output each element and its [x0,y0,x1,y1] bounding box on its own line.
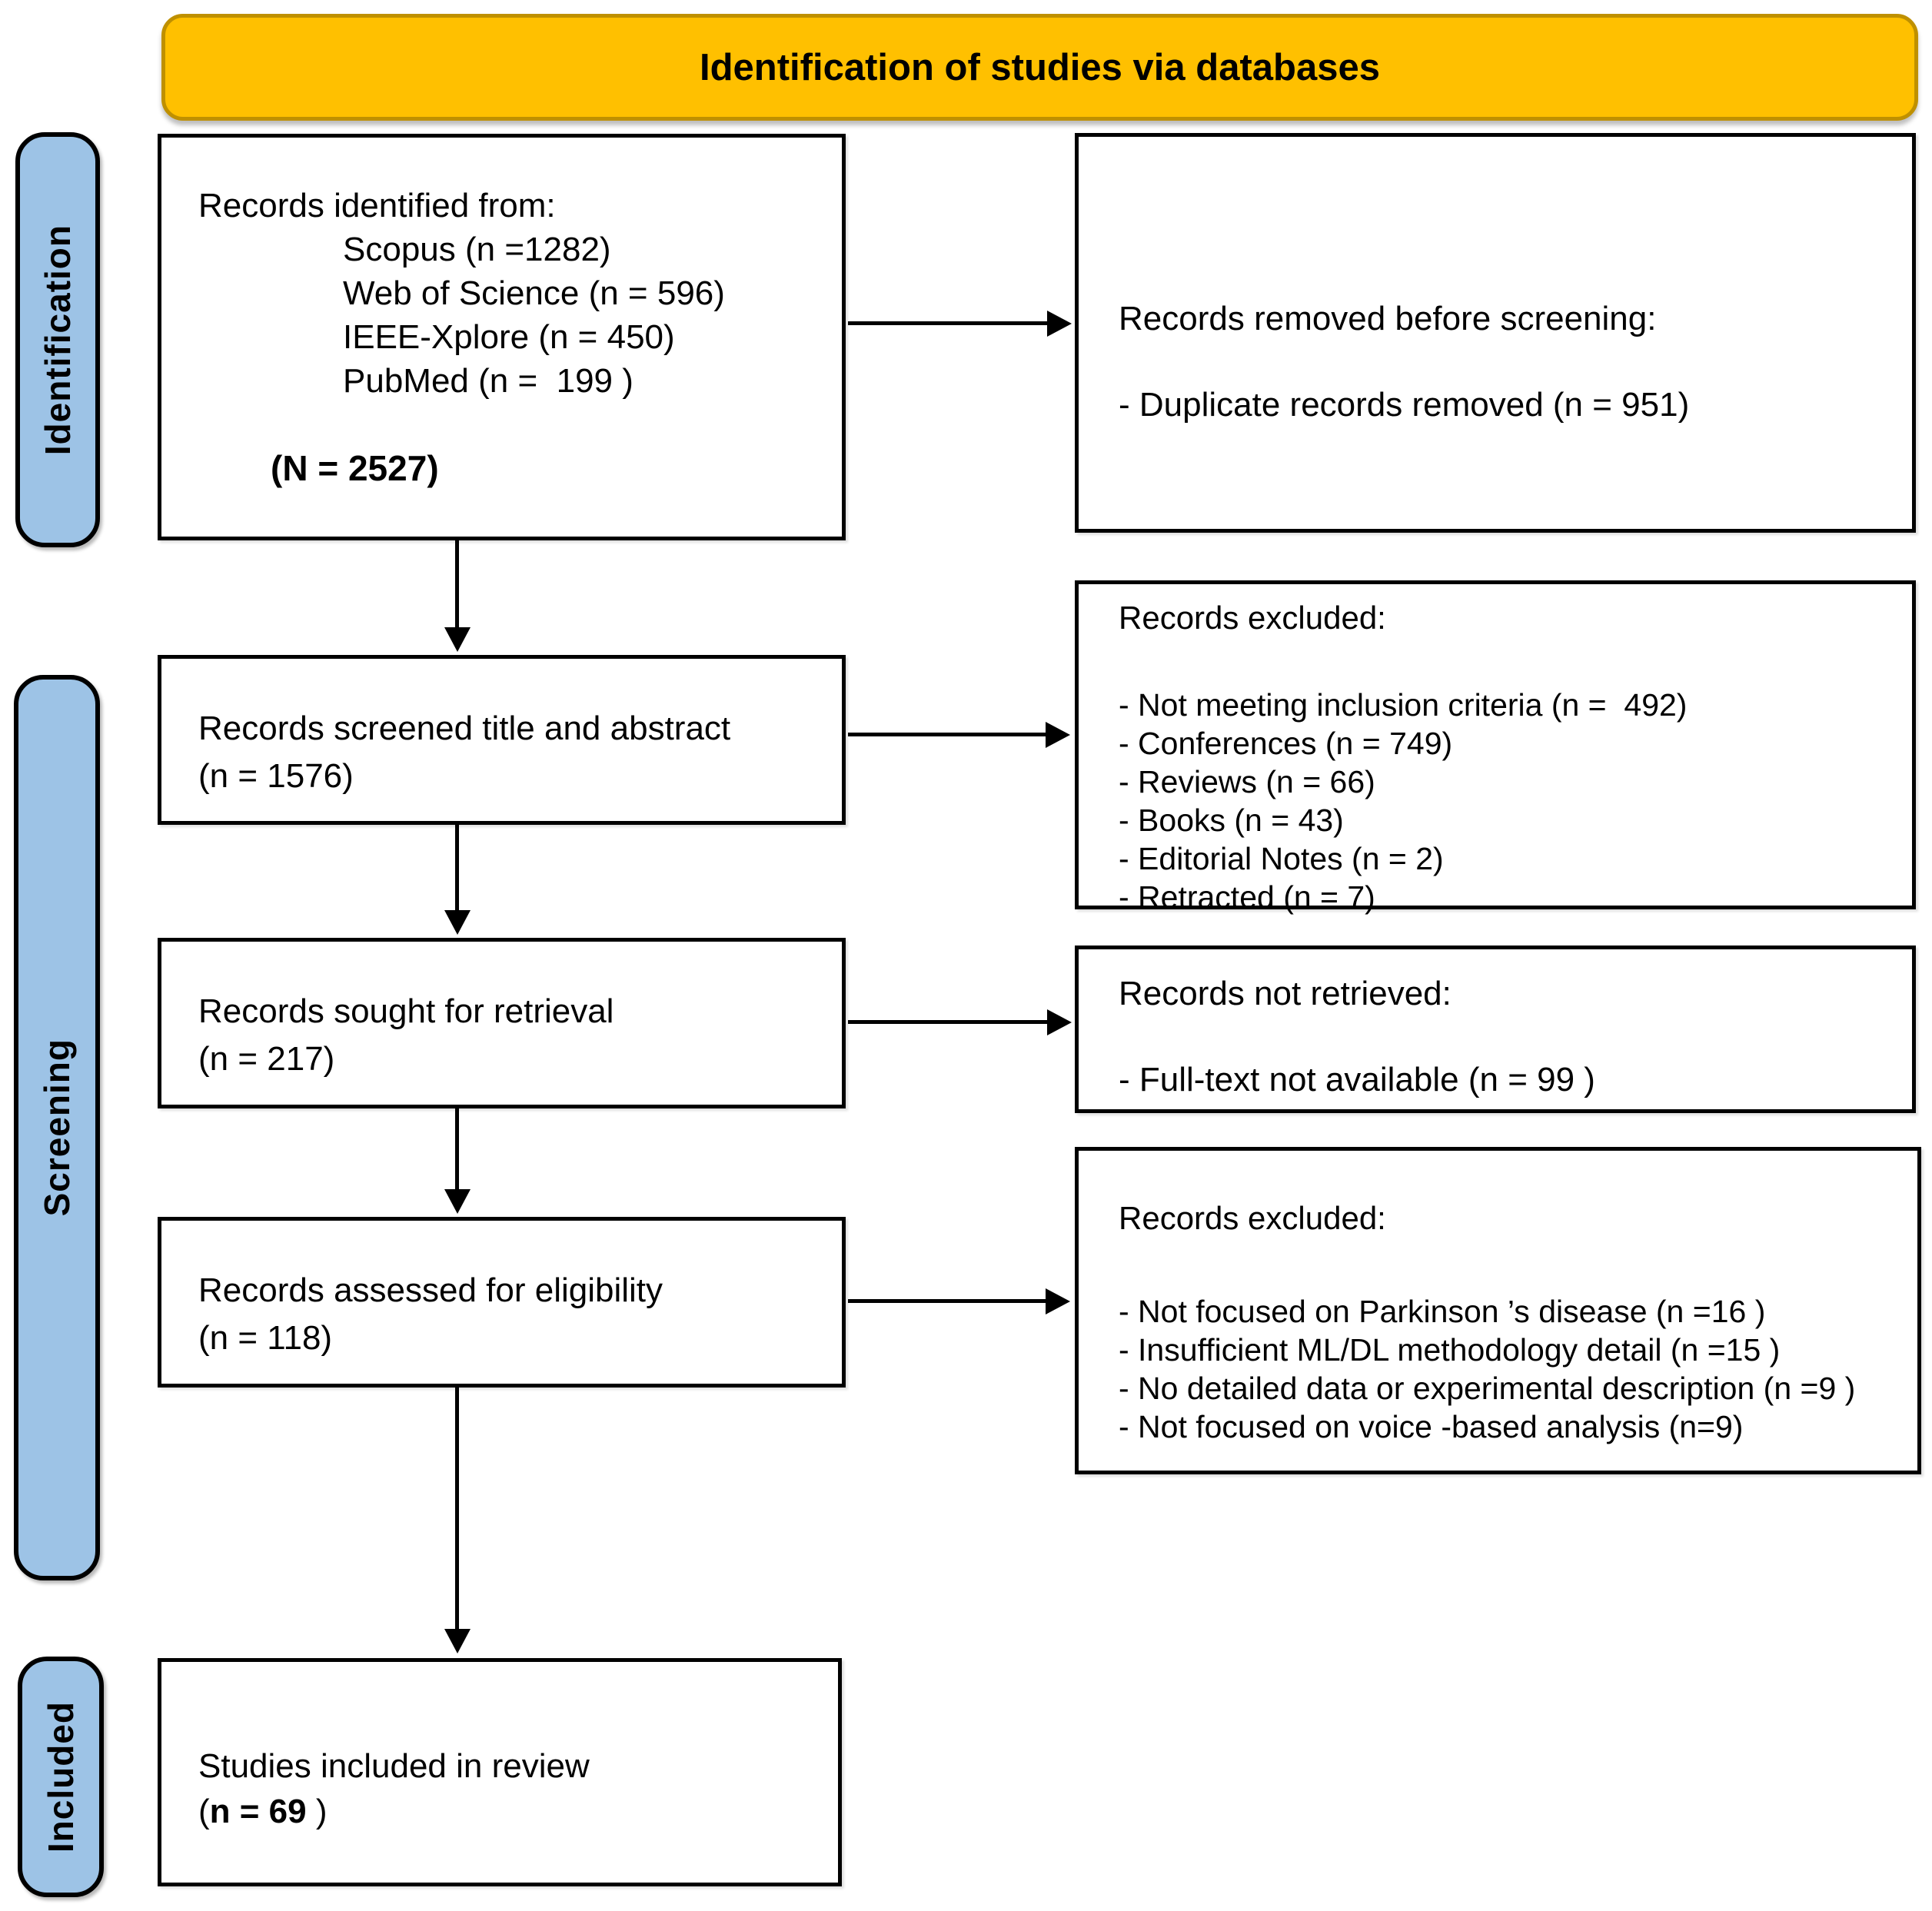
count-value: n = 69 [209,1793,307,1830]
list-item: - No detailed data or experimental descr… [1119,1371,1856,1406]
list-item: - Not focused on voice -based analysis (… [1119,1409,1744,1444]
list-item: - Editorial Notes (n = 2) [1119,841,1444,876]
stage-label-screening: Screening [37,1039,77,1217]
records-identified-heading: Records identified from: [198,187,556,224]
records-excluded-eligibility-heading: Records excluded: [1119,1200,1386,1236]
box-records-not-retrieved: Records not retrieved: - Full-text not a… [1075,946,1916,1113]
count-close-paren: ) [306,1793,328,1830]
records-screened-count: (n = 1576) [198,757,354,795]
studies-included-text: Studies included in review [198,1747,590,1785]
box-records-screened: Records screened title and abstract (n =… [158,655,846,825]
source-ieee-xplore: IEEE-Xplore (n = 450) [343,318,675,356]
list-item: - Retracted (n = 7) [1119,879,1375,915]
records-excluded-screening-list: - Not meeting inclusion criteria (n = 49… [1119,686,1897,916]
list-item: - Duplicate records removed (n = 951) [1119,386,1690,424]
total-records-count: (N = 2527) [271,447,820,490]
list-item: - Not focused on Parkinson ’s disease (n… [1119,1294,1766,1329]
stage-label-included: Included [41,1700,81,1853]
source-web-of-science: Web of Science (n = 596) [343,274,725,312]
count-open-paren: ( [198,1793,210,1830]
list-item: - Books (n = 43) [1119,803,1344,838]
box-records-sought: Records sought for retrieval (n = 217) [158,938,846,1108]
records-not-retrieved-list: - Full-text not available (n = 99 ) [1119,1060,1897,1100]
arrow-screened-to-excluded-icon [848,733,1046,736]
arrow-screened-to-sought-icon [455,825,459,911]
total-value: N = 2527 [282,448,427,488]
box-records-excluded-screening: Records excluded: - Not meeting inclusio… [1075,580,1916,915]
arrow-sought-to-assessed-icon [455,1108,459,1190]
stage-tab-included: Included [18,1657,104,1897]
records-excluded-eligibility-list: - Not focused on Parkinson ’s disease (n… [1119,1292,1902,1446]
box-records-excluded-eligibility: Records excluded: - Not focused on Parki… [1075,1147,1921,1474]
source-pubmed: PubMed (n = 199 ) [343,362,633,400]
list-item: - Conferences (n = 749) [1119,726,1453,761]
source-scopus: Scopus (n =1282) [343,231,611,268]
list-item: - Full-text not available (n = 99 ) [1119,1061,1595,1098]
arrow-assessed-to-excluded-icon [848,1299,1046,1303]
records-removed-heading: Records removed before screening: [1119,300,1657,337]
arrow-sought-to-not-retrieved-icon [848,1020,1048,1024]
stage-label-identification: Identification [38,224,78,456]
list-item: - Insufficient ML/DL methodology detail … [1119,1332,1781,1368]
records-assessed-count: (n = 118) [198,1319,333,1357]
diagram-title-text: Identification of studies via databases [700,46,1380,88]
stage-tab-screening: Screening [14,675,100,1580]
total-open-paren: ( [271,448,283,488]
records-excluded-screening-heading: Records excluded: [1119,600,1386,636]
stage-tab-identification: Identification [15,132,100,547]
studies-included-count: (n = 69 ) [198,1789,816,1834]
box-records-removed-before-screening: Records removed before screening: - Dupl… [1075,133,1916,533]
box-records-assessed: Records assessed for eligibility (n = 11… [158,1217,846,1388]
total-close-paren: ) [427,448,439,488]
box-records-identified: Records identified from: Scopus (n =1282… [158,134,846,540]
arrow-identified-to-removed-icon [848,321,1048,325]
records-not-retrieved-heading: Records not retrieved: [1119,975,1451,1012]
records-assessed-text: Records assessed for eligibility [198,1271,663,1309]
records-removed-list: - Duplicate records removed (n = 951) [1119,383,1897,427]
arrow-assessed-to-included-icon [455,1388,459,1630]
list-item: - Not meeting inclusion criteria (n = 49… [1119,687,1688,723]
records-sought-text: Records sought for retrieval [198,992,614,1030]
records-screened-text: Records screened title and abstract [198,710,731,747]
records-identified-sources: Scopus (n =1282) Web of Science (n = 596… [343,228,820,403]
records-sought-count: (n = 217) [198,1040,335,1078]
box-studies-included: Studies included in review (n = 69 ) [158,1658,842,1886]
list-item: - Reviews (n = 66) [1119,764,1375,799]
diagram-title: Identification of studies via databases [161,14,1918,121]
arrow-identified-to-screened-icon [455,540,459,628]
